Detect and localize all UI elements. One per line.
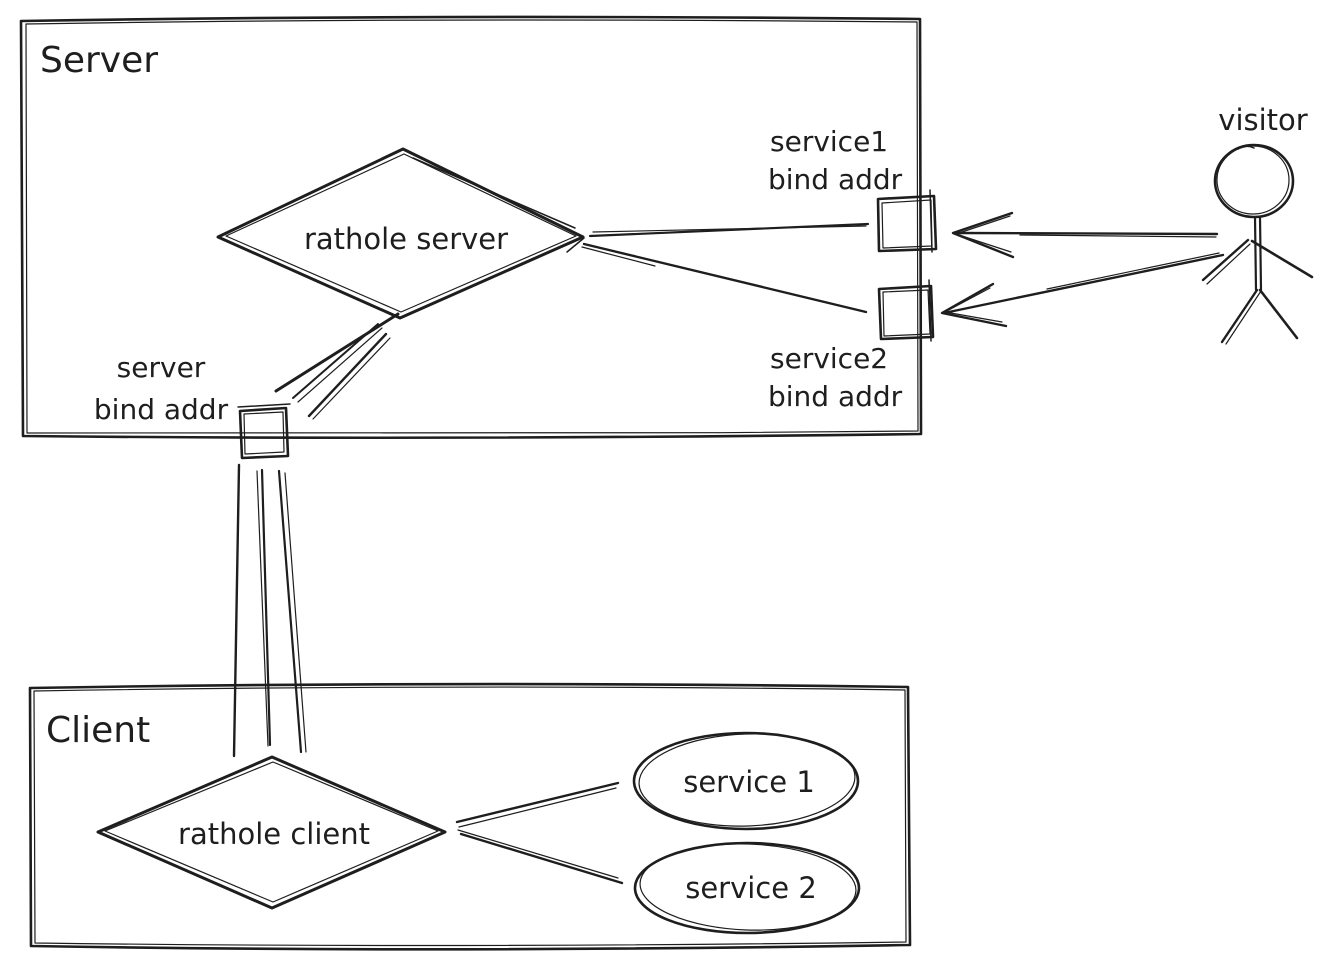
ellipse-outline-sketch (639, 843, 857, 931)
diamond-outline-sketch (225, 153, 577, 313)
visitor-arm-left (1201, 238, 1250, 282)
tunnel-line-2-sketch (297, 327, 383, 403)
port-square-sketch (881, 199, 933, 249)
service2-ellipse: service 2 (633, 841, 861, 935)
rathole-client-label: rathole client (178, 817, 370, 851)
service1-bind-label-line1: service1 (770, 125, 888, 158)
visitor-arrow-service2 (940, 252, 1225, 328)
client-box-outline-sketch (33, 686, 907, 947)
client-box-outline (28, 682, 912, 951)
tunnel-line-2 (260, 468, 272, 747)
arrow-head (951, 211, 1015, 259)
client-to-service1-line (455, 781, 620, 828)
port-square (238, 406, 290, 460)
tunnel-line-1 (232, 463, 241, 758)
port-square-overshoot (928, 279, 932, 342)
port-square (877, 284, 935, 341)
server-box-label: Server (40, 40, 158, 81)
visitor-head (1213, 143, 1295, 219)
rathole-client-diamond: rathole client (96, 755, 447, 910)
visitor-leg-right (1258, 288, 1299, 340)
server-box: Server (19, 15, 923, 440)
client-to-service2-line (457, 829, 624, 885)
visitor-head-notch (1237, 145, 1255, 150)
tunnel-lines-diagonal (274, 312, 400, 420)
port-square-sketch (882, 289, 931, 337)
visitor-label: visitor (1218, 103, 1307, 137)
rathole-server-label: rathole server (304, 222, 508, 256)
port-square (876, 194, 938, 253)
visitor-figure: visitor (1201, 103, 1314, 345)
visitor-body-sketch (1258, 215, 1263, 292)
tunnel-line-3 (277, 469, 303, 754)
visitor-leg-left (1220, 288, 1259, 344)
port-square-overshoot (929, 189, 933, 253)
diamond-edge-double (111, 758, 269, 827)
visitor-head-sketch (1216, 145, 1290, 215)
arrow-head (940, 282, 1008, 328)
connection-line (582, 242, 868, 314)
port-square-sketch (243, 411, 285, 455)
client-box-label: Client (46, 710, 150, 751)
arrow-line (942, 253, 1225, 315)
rathole-server-diamond: rathole server (216, 147, 585, 320)
arrow-line-sketch (1046, 252, 1220, 290)
connection-line-sketch (592, 225, 867, 233)
arrow-line (953, 231, 1219, 236)
ellipse-outline (633, 841, 861, 935)
service2-label: service 2 (685, 871, 817, 905)
tunnel-lines-vertical (232, 463, 307, 758)
tunnel-line-3 (307, 332, 388, 418)
server-box-outline (19, 15, 923, 440)
tunnel-line-2 (292, 323, 379, 399)
connection-line-sketch (457, 829, 619, 879)
connection-line (588, 222, 870, 238)
connection-line-sketch (581, 246, 656, 267)
diamond-outline-sketch (104, 761, 439, 903)
service2-bind-label-line1: service2 (770, 342, 888, 375)
service1-label: service 1 (683, 765, 815, 799)
server-bind-port: server bind addr (94, 351, 291, 460)
tunnel-line-2-sketch (256, 470, 269, 747)
service1-bind-label-line2: bind addr (768, 163, 903, 196)
visitor-leg-left-sketch (1225, 290, 1262, 345)
visitor-arrow-service1 (951, 211, 1219, 259)
service2-bind-label-line2: bind addr (768, 380, 903, 413)
tunnel-line-3-sketch (312, 337, 391, 420)
connection-line (455, 781, 620, 824)
connection-line (459, 832, 624, 885)
tunnel-line-1 (274, 312, 400, 393)
arrow-line-sketch (1019, 234, 1217, 238)
tunnel-line-3-sketch (284, 472, 307, 753)
server-bind-label-line2: bind addr (94, 393, 229, 426)
server-to-service1-line (588, 222, 870, 238)
service2-bind-port: service2 bind addr (768, 279, 935, 413)
visitor-arm-left-sketch (1206, 243, 1251, 285)
ellipse-outline-sketch (638, 733, 856, 827)
arrow-head-sketch (944, 287, 1003, 323)
diamond-right-vertex-sketch (565, 228, 585, 253)
ellipse-outline (632, 731, 860, 831)
diamond-edge-double (412, 157, 576, 229)
service1-bind-port: service1 bind addr (768, 125, 938, 253)
server-bind-label-line1: server (117, 351, 206, 384)
client-box: Client (28, 682, 912, 951)
service1-ellipse: service 1 (632, 731, 860, 831)
visitor-arm-right (1250, 239, 1314, 279)
server-to-service2-line (581, 242, 868, 314)
connection-line-sketch (458, 787, 617, 828)
arrow-head-sketch (955, 215, 1012, 253)
visitor-body (1253, 215, 1258, 292)
port-square-overshoot (237, 403, 291, 408)
